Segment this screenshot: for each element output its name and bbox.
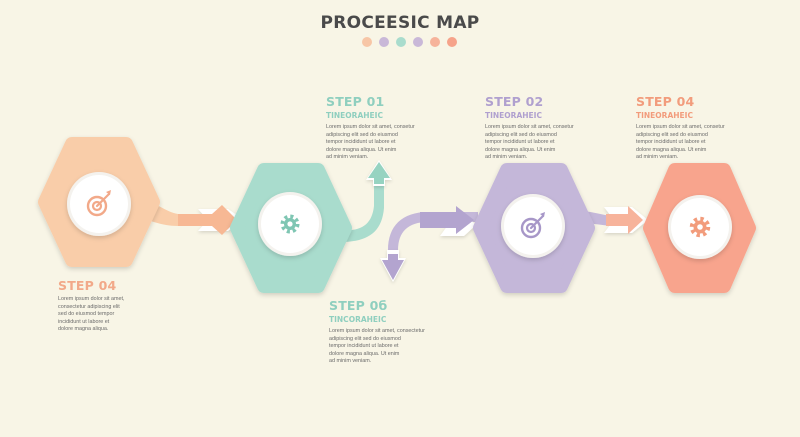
step-e-line: adipiscing elit sed do eiusmod <box>636 131 708 138</box>
step-c-line: ad minim veniam. <box>329 358 372 365</box>
color-dot <box>413 37 423 47</box>
step-a-description: Lorem ipsum dolor sit amet, consectetur … <box>58 296 170 334</box>
node-3-hexagon <box>473 163 595 293</box>
step-d-line: adipiscing elit sed do eiusmod <box>485 131 557 138</box>
step-d-line: dolore magna aliqua. Ut enim <box>485 146 556 153</box>
color-dot <box>447 37 457 47</box>
step-c-line: tempor incididunt ut labore et <box>329 343 399 350</box>
step-a-line: Lorem ipsum dolor sit amet, <box>58 296 125 302</box>
color-dot <box>396 37 406 47</box>
page-title: PROCEESIC MAP <box>320 13 480 33</box>
gear-icon <box>689 216 711 238</box>
step-c-line: adipiscing elit sed do eiusmod <box>329 335 401 342</box>
step-e-block: STEP 04 TINEORAHEIC Lorem ipsum dolor si… <box>636 95 748 162</box>
step-b-line: ad minim veniam. <box>326 154 369 161</box>
step-a-line: consectetur adipiscing elit <box>58 303 120 310</box>
step-b-line: Lorem ipsum dolor sit amet, consetur <box>326 124 415 130</box>
step-b-line: tempor incididunt ut labore et <box>326 139 396 146</box>
step-c-block: STEP 0б TINCORAHEIC Lorem ipsum dolor si… <box>329 299 441 366</box>
step-a-title: STEP 04 <box>58 278 117 293</box>
step-d-line: tempor incididunt ut labore et <box>485 139 555 146</box>
step-a-line: sed do eiusmod tempor <box>58 311 115 318</box>
step-d-line: ad minim veniam. <box>485 154 528 161</box>
step-a-line: incididunt ut labore et <box>58 318 110 325</box>
node-1-hexagon <box>38 137 160 267</box>
step-b-subtitle: TINEORAHEIC <box>326 111 383 120</box>
gear-icon <box>280 214 300 234</box>
step-d-subtitle: TINEORAHEIC <box>485 111 542 120</box>
connector-arrow-2 <box>340 160 392 242</box>
step-e-subtitle: TINEORAHEIC <box>636 111 693 120</box>
step-d-description: Lorem ipsum dolor sit amet, consetur adi… <box>485 124 597 162</box>
target-icon <box>86 190 111 217</box>
step-c-title: STEP 0б <box>329 298 388 313</box>
step-e-line: tempor incididunt ut labore et <box>636 139 706 146</box>
step-b-description: Lorem ipsum dolor sit amet, consetur adi… <box>326 124 438 162</box>
step-e-line: ad minim veniam. <box>636 154 679 161</box>
color-dot <box>379 37 389 47</box>
step-a-line: dolore magna aliqua. <box>58 326 109 333</box>
step-a-block: STEP 04 Lorem ipsum dolor sit amet, cons… <box>58 279 170 334</box>
color-dot <box>362 37 372 47</box>
step-b-block: STEP 01 TINEORAHEIC Lorem ipsum dolor si… <box>326 95 438 162</box>
step-b-title: STEP 01 <box>326 94 385 109</box>
step-e-line: dolore magna aliqua. Ut enim <box>636 146 707 153</box>
target-icon <box>520 212 545 239</box>
color-dots <box>362 37 457 47</box>
node-4-hexagon <box>643 163 756 293</box>
step-c-line: dolore magna aliqua. Ut enim <box>329 350 400 357</box>
step-c-subtitle: TINCORAHEIC <box>329 315 387 324</box>
step-b-line: dolore magna aliqua. Ut enim <box>326 146 397 153</box>
step-c-line: Lorem ipsum dolor sit amet, consectetur <box>329 328 425 334</box>
step-e-description: Lorem ipsum dolor sit amet, consetur adi… <box>636 124 748 162</box>
step-d-line: Lorem ipsum dolor sit amet, consetur <box>485 124 574 130</box>
step-e-title: STEP 04 <box>636 94 695 109</box>
step-c-description: Lorem ipsum dolor sit amet, consectetur … <box>329 328 441 366</box>
step-d-block: STEP 02 TINEORAHEIC Lorem ipsum dolor si… <box>485 95 597 162</box>
step-b-line: adipiscing elit sed do eiusmod <box>326 131 398 138</box>
color-dot <box>430 37 440 47</box>
step-d-title: STEP 02 <box>485 94 544 109</box>
step-e-line: Lorem ipsum dolor sit amet, consetur <box>636 124 725 130</box>
node-2-hexagon <box>230 163 352 293</box>
connector-arrow-3 <box>380 206 478 282</box>
